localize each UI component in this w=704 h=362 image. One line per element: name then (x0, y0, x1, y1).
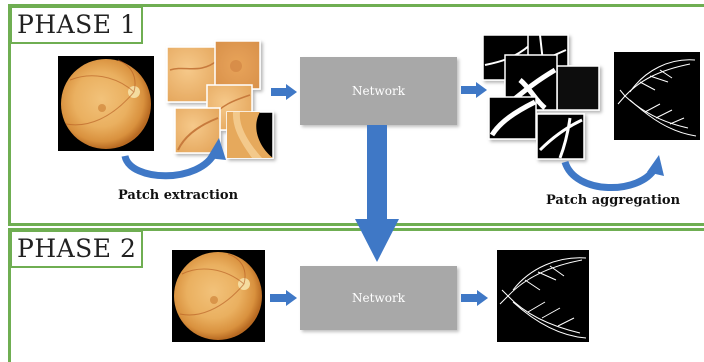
patch-extraction-curved-arrow (121, 150, 219, 180)
phase-1-label: PHASE 1 (10, 6, 144, 44)
retina-patch-stack (166, 40, 274, 159)
phase-2-network-box: Network (300, 266, 457, 330)
patch-extraction-caption: Patch extraction (118, 188, 239, 203)
phase-2-label: PHASE 2 (10, 230, 144, 268)
patch-aggregation-arrowhead (647, 155, 664, 176)
right-arrow-to-network-2 (270, 290, 297, 306)
retina-fundus-image-phase1 (58, 56, 154, 151)
down-arrow-phase1-to-phase2 (355, 125, 399, 262)
patch-aggregation-curved-arrow (561, 160, 659, 191)
right-arrow-to-network-1 (271, 84, 297, 100)
patch-aggregation-caption: Patch aggregation (546, 193, 681, 208)
vessel-segmentation-image-phase1 (614, 52, 700, 140)
retina-fundus-image-phase2 (172, 250, 265, 342)
right-arrow-from-network-1 (461, 82, 487, 98)
right-arrow-from-network-2 (461, 290, 488, 306)
vessel-segmentation-image-phase2 (497, 250, 589, 342)
vessel-mask-patch-stack (482, 34, 600, 160)
patch-extraction-arrowhead (207, 138, 226, 160)
phase-1-network-box: Network (300, 57, 457, 125)
